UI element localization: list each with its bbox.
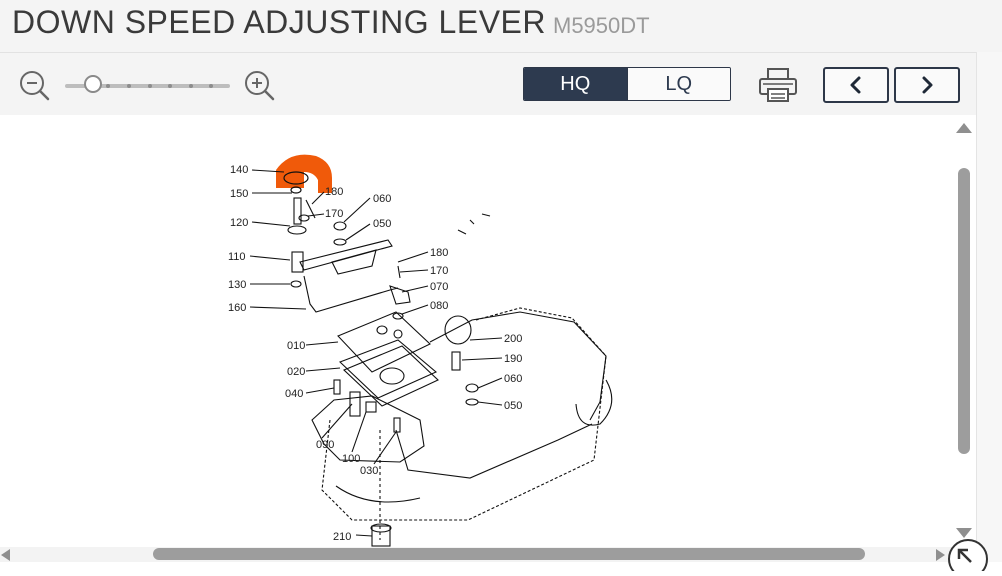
- expand-arrow-icon[interactable]: [944, 537, 992, 576]
- part-label-060[interactable]: 060: [373, 193, 391, 205]
- part-label-050[interactable]: 050: [504, 400, 522, 412]
- chevron-left-icon: [850, 76, 861, 94]
- chevron-right-icon: [922, 76, 933, 94]
- part-label-090[interactable]: 090: [316, 439, 334, 451]
- part-label-180[interactable]: 180: [430, 247, 448, 259]
- part-label-210[interactable]: 210: [333, 531, 351, 543]
- zoom-slider-tick: [168, 84, 172, 88]
- title-bar: DOWN SPEED ADJUSTING LEVER M5950DT: [0, 0, 1002, 52]
- part-label-020[interactable]: 020: [287, 366, 305, 378]
- part-label-110[interactable]: 110: [228, 251, 246, 263]
- part-label-200[interactable]: 200: [504, 333, 522, 345]
- previous-page-button[interactable]: [823, 67, 889, 103]
- zoom-slider-tick: [209, 84, 213, 88]
- zoom-in-icon[interactable]: [243, 69, 275, 101]
- toolbar: HQ LQ: [0, 52, 1002, 116]
- part-label-040[interactable]: 040: [285, 388, 303, 400]
- part-label-050[interactable]: 050: [373, 218, 391, 230]
- window-edge: [976, 52, 1002, 562]
- scroll-up-icon[interactable]: [955, 121, 973, 133]
- model-number: M5950DT: [553, 13, 650, 38]
- scroll-right-icon[interactable]: [934, 548, 946, 562]
- part-label-140[interactable]: 140: [230, 164, 248, 176]
- scroll-down-icon[interactable]: [955, 526, 973, 538]
- part-label-150[interactable]: 150: [230, 188, 248, 200]
- zoom-slider-tick: [106, 84, 110, 88]
- next-page-button[interactable]: [894, 67, 960, 103]
- part-label-120[interactable]: 120: [230, 217, 248, 229]
- parts-diagram: 140 150 180 170 060 120 050 110 180 170 …: [228, 154, 613, 547]
- part-label-170[interactable]: 170: [325, 208, 343, 220]
- part-label-170[interactable]: 170: [430, 265, 448, 277]
- quality-lq-button[interactable]: LQ: [626, 68, 730, 100]
- part-label-070[interactable]: 070: [430, 281, 448, 293]
- zoom-slider-thumb[interactable]: [84, 75, 102, 93]
- zoom-out-icon[interactable]: [18, 69, 50, 101]
- part-label-010[interactable]: 010: [287, 340, 305, 352]
- part-label-160[interactable]: 160: [228, 302, 246, 314]
- part-label-130[interactable]: 130: [228, 279, 246, 291]
- zoom-slider-tick: [148, 84, 152, 88]
- zoom-slider-tick: [189, 84, 193, 88]
- zoom-slider-tick: [127, 84, 131, 88]
- quality-hq-button[interactable]: HQ: [524, 68, 627, 100]
- part-label-060[interactable]: 060: [504, 373, 522, 385]
- printer-icon[interactable]: [758, 67, 798, 103]
- part-label-080[interactable]: 080: [430, 300, 448, 312]
- quality-toggle: HQ LQ: [523, 67, 731, 101]
- page-title: DOWN SPEED ADJUSTING LEVER: [12, 4, 546, 40]
- diagram-viewer[interactable]: 140 150 180 170 060 120 050 110 180 170 …: [0, 115, 976, 547]
- zoom-slider[interactable]: [65, 75, 230, 93]
- scroll-left-icon[interactable]: [0, 548, 12, 562]
- vertical-scroll-thumb[interactable]: [958, 168, 970, 454]
- part-label-100[interactable]: 100: [342, 453, 360, 465]
- part-label-180[interactable]: 180: [325, 186, 343, 198]
- part-label-030[interactable]: 030: [360, 465, 378, 477]
- part-label-190[interactable]: 190: [504, 353, 522, 365]
- horizontal-scroll-thumb[interactable]: [153, 548, 865, 560]
